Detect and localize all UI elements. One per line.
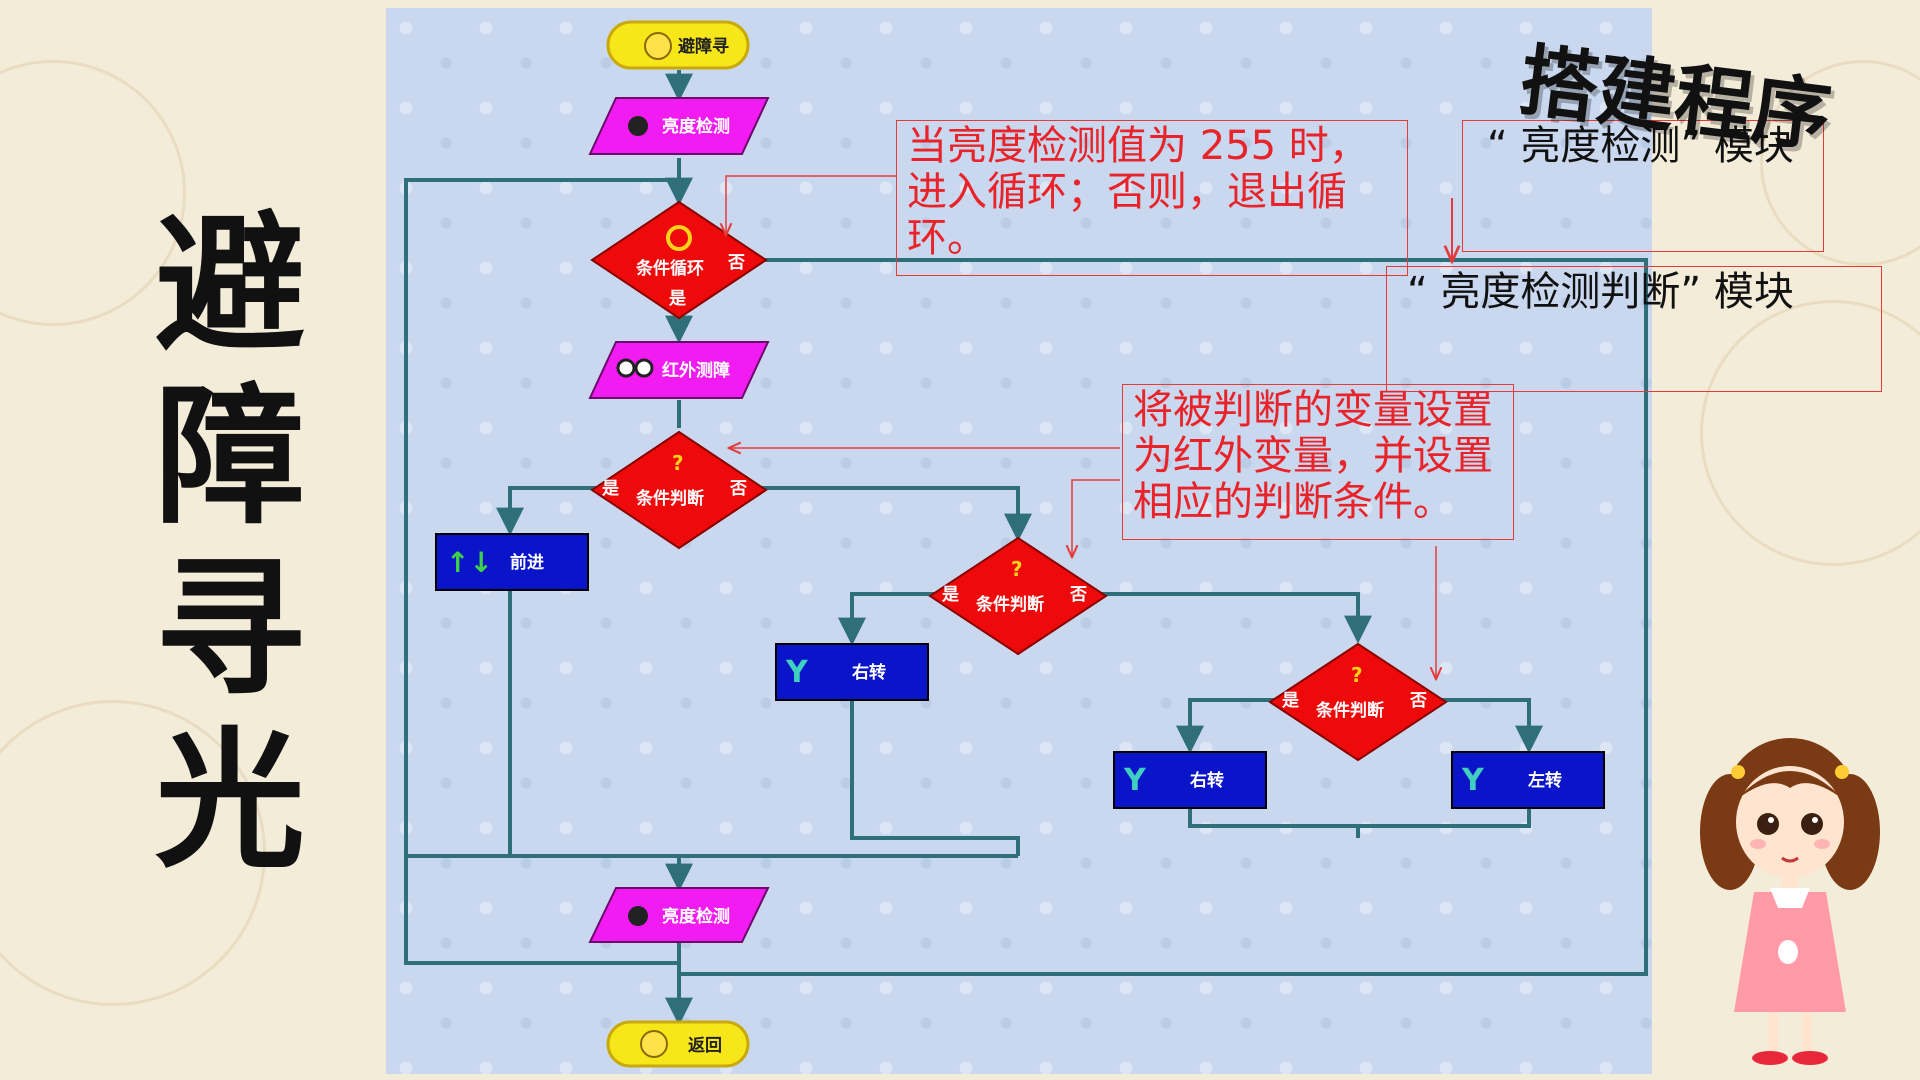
flowchart-panel: 避障寻 亮度检测 条件循环 是 否 红外测障 ? 条件判断 是 否 ↑↓ (386, 8, 1652, 1074)
background-swirl (0, 700, 266, 1006)
turn-left-block[interactable]: Y 左转 (1451, 751, 1605, 809)
loop-condition-note: 当亮度检测值为 255 时，进入循环；否则，退出循环。 (896, 120, 1408, 276)
brightness-judge-module-note-text: “ 亮度检测判断” 模块 (1407, 269, 1794, 315)
infrared-eyes-icon (616, 358, 654, 378)
question-arrows-icon: ? (1011, 557, 1023, 581)
start-node[interactable]: 避障寻 (606, 20, 750, 70)
smiley-icon (640, 1030, 668, 1058)
fork-turn-icon: Y (1461, 763, 1485, 798)
question-arrows-icon: ? (1351, 663, 1363, 687)
judge1-yes-label: 是 (602, 479, 619, 499)
connector-arrowheads (496, 73, 1543, 1026)
turn-right-2-label: 右转 (1190, 770, 1224, 791)
loop-arrow-icon (666, 225, 692, 251)
fork-turn-icon: Y (785, 655, 809, 690)
brightness-detect-top[interactable]: 亮度检测 (588, 97, 770, 155)
turn-left-label: 左转 (1528, 770, 1562, 791)
fork-turn-icon: Y (1123, 763, 1147, 798)
side-title: 避 障 寻 光 (150, 200, 310, 888)
infrared-detect-block[interactable]: 红外测障 (588, 341, 770, 399)
loop-condition-note-text: 当亮度检测值为 255 时，进入循环；否则，退出循环。 (907, 123, 1369, 261)
judge-diamond-3[interactable]: ? 条件判断 是 否 (1268, 642, 1448, 762)
infrared-label: 红外测障 (662, 360, 730, 381)
brightness-detect-bottom[interactable]: 亮度检测 (588, 887, 770, 943)
cartoon-girl-illustration (1700, 738, 1880, 1065)
judge3-label: 条件判断 (1315, 700, 1384, 721)
turn-right-block-2[interactable]: Y 右转 (1113, 751, 1267, 809)
turn-right-block-1[interactable]: Y 右转 (775, 643, 929, 701)
forward-label: 前进 (510, 552, 544, 573)
judge3-yes-label: 是 (1282, 691, 1299, 711)
side-title-char: 避 (154, 199, 305, 373)
forward-block[interactable]: ↑↓ 前进 (435, 533, 589, 591)
brightness-module-note: “ 亮度检测” 模块 (1462, 120, 1824, 252)
infrared-variable-note: 将被判断的变量设置为红外变量，并设置相应的判断条件。 (1122, 384, 1514, 540)
start-label: 避障寻 (678, 36, 729, 57)
judge-diamond-2[interactable]: ? 条件判断 是 否 (928, 536, 1108, 656)
judge2-yes-label: 是 (942, 585, 959, 605)
judge2-label: 条件判断 (975, 594, 1044, 615)
brightness-judge-module-note: “ 亮度检测判断” 模块 (1386, 266, 1882, 392)
return-node[interactable]: 返回 (606, 1020, 750, 1068)
return-label: 返回 (688, 1036, 722, 1056)
judge3-no-label: 否 (1409, 691, 1427, 711)
up-down-arrows-icon: ↑↓ (446, 546, 493, 579)
judge2-no-label: 否 (1069, 585, 1087, 605)
brightness-module-note-text: “ 亮度检测” 模块 (1487, 123, 1794, 169)
side-title-char: 障 (154, 371, 305, 545)
annotation-arrows (726, 175, 1452, 678)
side-title-char: 光 (154, 715, 305, 889)
brightness-bottom-label: 亮度检测 (662, 906, 730, 927)
loop-yes-label: 是 (669, 289, 686, 309)
judge1-no-label: 否 (729, 479, 747, 499)
loop-label: 条件循环 (635, 258, 704, 279)
flowchart-diagram: 避障寻 亮度检测 条件循环 是 否 红外测障 ? 条件判断 是 否 ↑↓ (404, 20, 1648, 1068)
question-arrows-icon: ? (672, 451, 684, 475)
brightness-top-label: 亮度检测 (662, 116, 730, 137)
side-title-char: 寻 (154, 543, 305, 717)
infrared-variable-note-text: 将被判断的变量设置为红外变量，并设置相应的判断条件。 (1133, 387, 1493, 525)
svg-text:?: ? (672, 451, 684, 475)
loop-condition-diamond[interactable]: 条件循环 是 否 (590, 200, 768, 320)
judge1-label: 条件判断 (635, 488, 704, 509)
eye-sensor-icon (628, 116, 648, 136)
loop-no-label: 否 (727, 253, 745, 273)
judge-diamond-1[interactable]: ? 条件判断 是 否 (590, 430, 768, 550)
turn-right-1-label: 右转 (852, 662, 886, 683)
smiley-icon (644, 32, 672, 60)
eye-sensor-icon (628, 906, 648, 926)
